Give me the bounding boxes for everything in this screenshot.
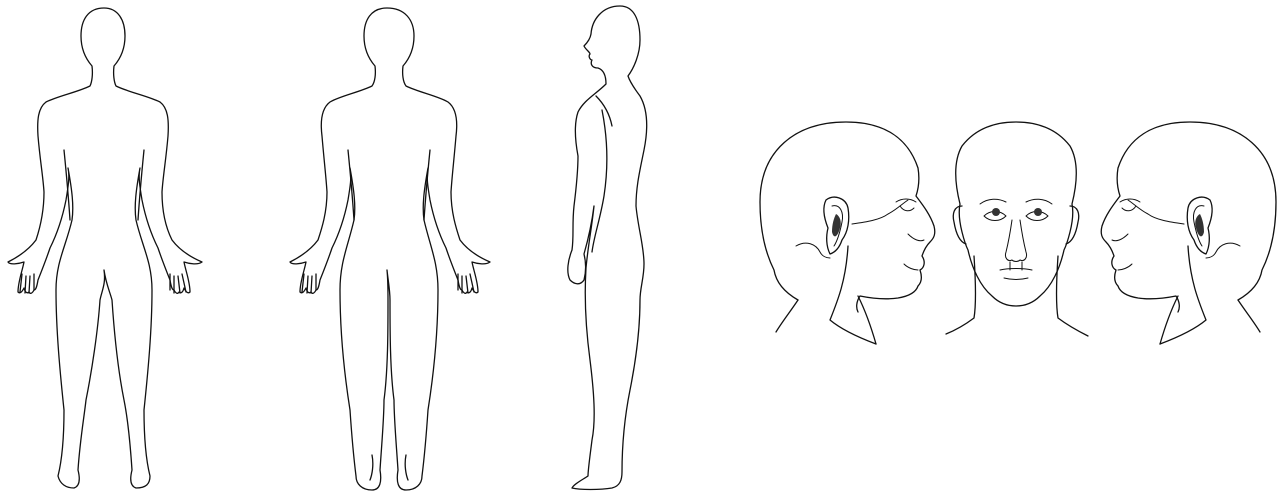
body-front-icon	[8, 8, 202, 488]
head-left-profile-icon	[1101, 122, 1276, 344]
head-right-profile-icon	[760, 122, 935, 344]
head-front-icon	[946, 122, 1088, 336]
body-side-icon	[568, 6, 647, 490]
body-back-icon	[290, 8, 490, 490]
